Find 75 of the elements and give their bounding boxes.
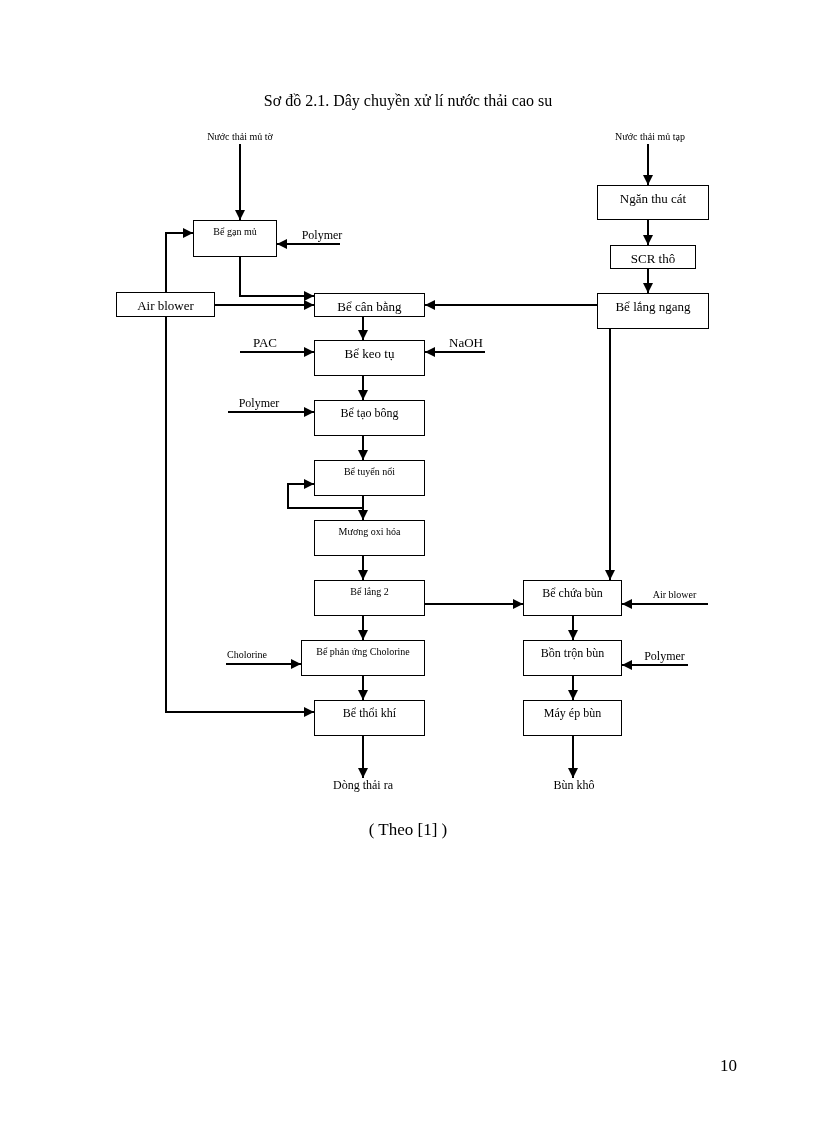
arrow [165, 228, 194, 293]
process-box [610, 245, 696, 269]
arrow [424, 347, 486, 357]
process-box [597, 293, 709, 329]
process-label: Bể gạn mủ [213, 226, 257, 237]
arrow [358, 435, 368, 461]
process-box [314, 700, 425, 736]
process-box [314, 340, 425, 376]
flow-label: NaOH [449, 336, 483, 350]
process-box [314, 460, 425, 496]
process-box [597, 185, 709, 220]
flow-label: Air blower [652, 588, 697, 602]
arrow [568, 615, 578, 641]
process-box [314, 520, 425, 556]
arrow [643, 143, 653, 186]
process-label: Bể lắng 2 [350, 586, 389, 597]
process-box [523, 700, 622, 736]
arrow [287, 479, 364, 509]
process-label: Máy ép bùn [543, 706, 602, 721]
arrow [568, 675, 578, 701]
arrow [165, 316, 315, 717]
flow-label: Polymer [644, 649, 685, 663]
arrow [605, 328, 615, 581]
page-number: 10 [720, 1056, 737, 1076]
flow-label: Nước thải mủ tờ [207, 130, 273, 144]
arrow [358, 316, 368, 341]
arrow [358, 615, 368, 641]
arrow [621, 660, 689, 670]
arrow [643, 268, 653, 294]
arrow [235, 143, 245, 221]
process-box [116, 292, 215, 317]
arrow [358, 375, 368, 401]
process-box [523, 580, 622, 616]
diagram-title: Sơ đồ 2.1. Dây chuyền xử lí nước thải cao su [263, 92, 553, 109]
flow-label: Polymer [238, 396, 280, 410]
process-label: Ngăn thu cát [619, 191, 687, 207]
arrow [358, 675, 368, 701]
flow-label: Cholorine [227, 648, 267, 662]
process-label: Bể keo tụ [344, 346, 395, 362]
process-box [314, 400, 425, 436]
process-label: Bể tạo bông [340, 406, 399, 421]
arrow [358, 555, 368, 581]
process-box [314, 293, 425, 317]
process-box [523, 640, 622, 676]
arrow [424, 300, 598, 310]
flow-label: Bùn khô [553, 778, 595, 792]
arrow [621, 599, 709, 609]
arrow [358, 735, 368, 779]
arrow [227, 407, 315, 417]
process-label: SCR thô [630, 251, 676, 267]
arrow [239, 256, 315, 301]
process-label: Bể thổi khí [342, 706, 397, 721]
process-box [314, 580, 425, 616]
process-box [193, 220, 277, 257]
flow-label: Polymer [301, 228, 343, 242]
flow-label: PAC [252, 336, 278, 350]
arrow [424, 599, 524, 609]
process-label: Bể lắng ngang [615, 299, 691, 315]
process-label: Mương oxi hóa [338, 526, 401, 537]
arrow [643, 219, 653, 246]
process-label: Bể phản ứng Cholorine [316, 646, 410, 657]
process-label: Bể chứa bùn [542, 586, 603, 601]
arrow [225, 659, 302, 669]
process-label: Bể cân bằng [337, 299, 402, 315]
arrow [276, 239, 341, 249]
flow-label: Nước thải mủ tạp [615, 130, 685, 144]
source-caption: ( Theo [1] ) [368, 820, 448, 839]
process-label: Bồn trộn bùn [540, 646, 605, 661]
process-box [301, 640, 425, 676]
process-label: Bể tuyển nổi [343, 466, 396, 477]
process-label: Air blower [137, 298, 194, 314]
arrow [214, 300, 315, 310]
arrow [568, 735, 578, 779]
arrow [239, 347, 315, 357]
flow-label: Dòng thải ra [333, 778, 393, 792]
